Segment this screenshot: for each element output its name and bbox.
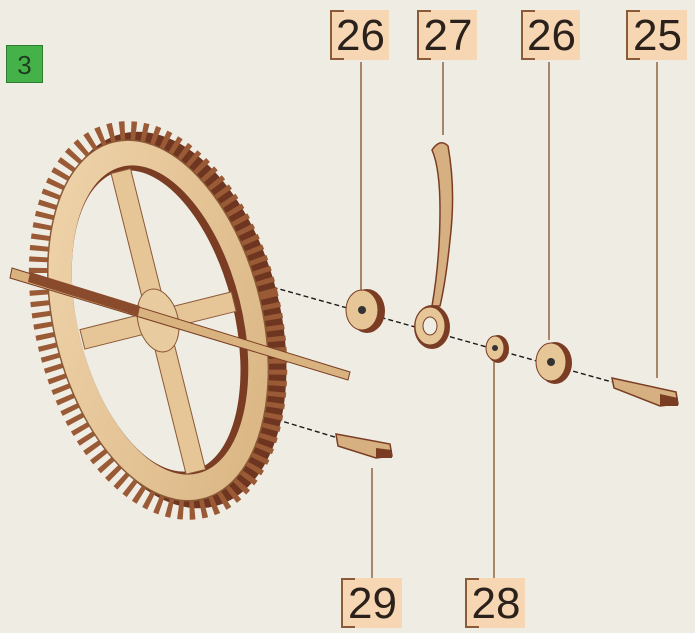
- part-label-29: 29: [341, 578, 402, 628]
- peg-29: [336, 434, 392, 458]
- washer-26-right: [536, 342, 572, 384]
- washer-26-left: [346, 289, 385, 333]
- lever-27: [414, 143, 453, 349]
- peg-25: [612, 378, 678, 406]
- part-label-28: 28: [465, 578, 525, 628]
- part-label-26-right: 26: [521, 10, 580, 60]
- part-label-26-left: 26: [330, 10, 389, 60]
- part-label-25: 25: [626, 10, 687, 60]
- part-label-27: 27: [417, 10, 477, 60]
- step-number-badge: 3: [6, 45, 43, 83]
- leader-lines: [361, 62, 657, 578]
- spacer-28: [486, 335, 509, 363]
